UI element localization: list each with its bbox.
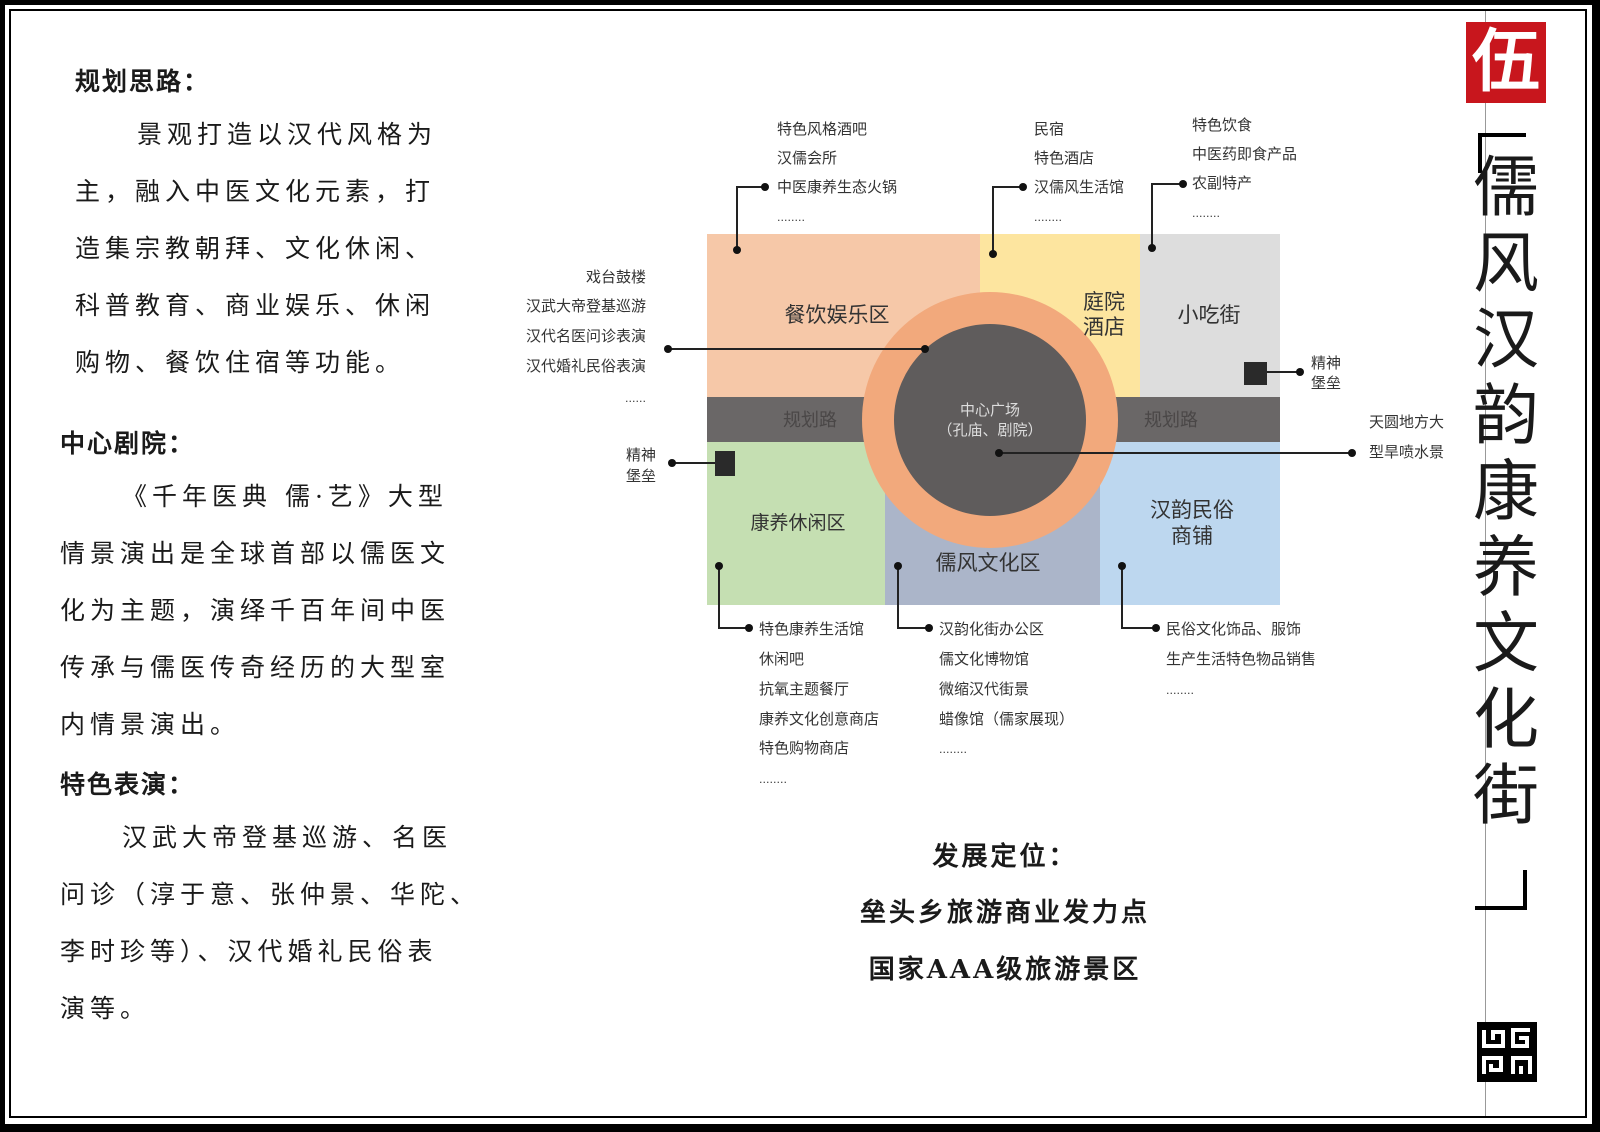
callout-snack: 特色饮食 [1192,116,1252,134]
text-line: 汉武大帝登基巡游、名医 [122,823,453,852]
positioning-line: 国家AAA级旅游景区 [868,955,1142,985]
callout-wellness: 抗氧主题餐厅 [759,680,849,698]
callout-center: 汉代名医问诊表演 [526,327,646,345]
callout-folk: 民俗文化饰品、服饰 [1166,620,1301,638]
paragraph-performance: 汉武大帝登基巡游、名医 问诊（淳于意、张仲景、华陀、 李时珍等）、汉代婚礼民俗表… [60,809,480,1037]
zone-label-folk: 商铺 [1171,524,1213,548]
text-line: 问诊（淳于意、张仲景、华陀、 [60,880,481,909]
sidebar-divider [1485,11,1486,1116]
title-char: 化 [1473,681,1539,758]
callout-fortress-right: 精神 [1311,354,1341,372]
positioning-line: 垒头乡旅游商业发力点 [859,898,1150,928]
vertical-title: 儒 风 汉 韵 康 养 文 化 街 [1466,150,1546,834]
callout-dining: ........ [777,211,805,224]
callout-confucian: 儒文化博物馆 [939,650,1029,668]
paragraph-planning: 景观打造以汉代风格为 主，融入中医文化元素，打 造集宗教朝拜、文化休闲、 科普教… [75,106,437,391]
text-line: 主，融入中医文化元素，打 [75,177,436,206]
fortress-marker-left [715,451,735,476]
title-char: 风 [1473,225,1539,302]
text-line: 李时珍等）、汉代婚礼民俗表 [60,937,438,966]
title-char: 文 [1473,605,1539,682]
bracket-close-icon [1475,870,1527,910]
callout-fortress-left: 堡垒 [626,467,656,485]
callout-fortress-left: 精神 [626,446,656,464]
heading-planning: 规划思路： [75,67,211,96]
title-char: 韵 [1473,377,1539,454]
center-plaza [894,324,1086,516]
positioning-title: 发展定位： [932,842,1078,872]
zone-label-hotel: 酒店 [1083,315,1125,339]
callout-wellness: 特色康养生活馆 [759,620,864,638]
callout-hotel: 汉儒风生活馆 [1034,178,1124,196]
zone-wellness [707,442,885,605]
zone-label-folk: 汉韵民俗 [1150,498,1234,522]
callout-folk: 生产生活特色物品销售 [1166,650,1316,668]
callout-confucian: 蜡像馆（儒家展现） [939,710,1074,728]
callout-wellness: ........ [759,773,787,786]
callout-confucian: ........ [939,743,967,756]
heading-theater: 中心剧院： [60,429,196,458]
zone-label-hotel: 庭院 [1083,290,1125,314]
paragraph-theater: 《千年医典 儒·艺》大型 情景演出是全球首部以儒医文 化为主题，演绎千百年间中医… [60,468,450,753]
heading-performance: 特色表演： [60,770,196,799]
text-line: 演等。 [60,994,151,1023]
callout-dining: 汉儒会所 [777,149,837,167]
text-line: 《千年医典 儒·艺》大型 [122,482,448,511]
title-char: 街 [1473,757,1539,834]
chapter-seal: 伍 [1466,22,1546,103]
callout-center: 戏台鼓楼 [586,268,646,286]
text-line: 传承与儒医传奇经历的大型室 [60,653,451,682]
callout-snack: ........ [1192,207,1220,220]
callout-fortress-right: 堡垒 [1311,374,1341,392]
callout-wellness: 特色购物商店 [759,739,849,757]
inner-frame [9,9,1587,1118]
callout-confucian: 汉韵化街办公区 [939,620,1044,638]
callout-fountain: 天圆地方大 [1369,413,1444,431]
text-line: 造集宗教朝拜、文化休闲、 [75,234,436,263]
text-line: 情景演出是全球首部以儒医文 [60,539,451,568]
callout-dining: 特色风格酒吧 [777,120,867,138]
callout-center: 汉代婚礼民俗表演 [526,357,646,375]
title-char: 汉 [1473,301,1539,378]
callout-snack: 中医药即食产品 [1192,145,1297,163]
zone-label-snack: 小吃街 [1178,303,1241,327]
text-line: 购物、餐饮住宿等功能。 [75,348,406,377]
center-label: （孔庙、剧院） [937,421,1042,439]
callout-hotel: ........ [1034,211,1062,224]
callout-snack: 农副特产 [1192,174,1252,192]
title-char: 康 [1473,453,1539,530]
callout-wellness: 休闲吧 [759,650,804,668]
callout-folk: ........ [1166,684,1194,697]
road-label: 规划路 [1144,410,1198,431]
text-line: 化为主题，演绎千百年间中医 [60,596,451,625]
callout-confucian: 微缩汉代街景 [939,680,1029,698]
callout-dining: 中医康养生态火锅 [777,178,897,196]
center-label: 中心广场 [960,401,1020,419]
bracket-open-icon [1478,133,1526,173]
zone-folk [1100,442,1280,605]
zone-label-wellness: 康养休闲区 [750,512,845,534]
title-char: 养 [1473,529,1539,606]
text-line: 景观打造以汉代风格为 [137,120,438,149]
callout-wellness: 康养文化创意商店 [759,710,879,728]
road-label: 规划路 [783,410,837,431]
fortress-marker-right [1244,362,1267,385]
callout-center: ...... [625,392,646,405]
text-line: 内情景演出。 [60,710,241,739]
callout-fountain: 型旱喷水景 [1369,443,1444,461]
text-line: 科普教育、商业娱乐、休闲 [75,291,436,320]
zone-label-confucian: 儒风文化区 [936,551,1041,575]
callout-hotel: 民宿 [1034,120,1064,138]
meander-pattern-icon [1477,1022,1537,1082]
zone-label-dining: 餐饮娱乐区 [785,303,890,327]
callout-hotel: 特色酒店 [1034,149,1094,167]
title-char: 儒 [1473,149,1539,226]
callout-center: 汉武大帝登基巡游 [526,297,646,315]
